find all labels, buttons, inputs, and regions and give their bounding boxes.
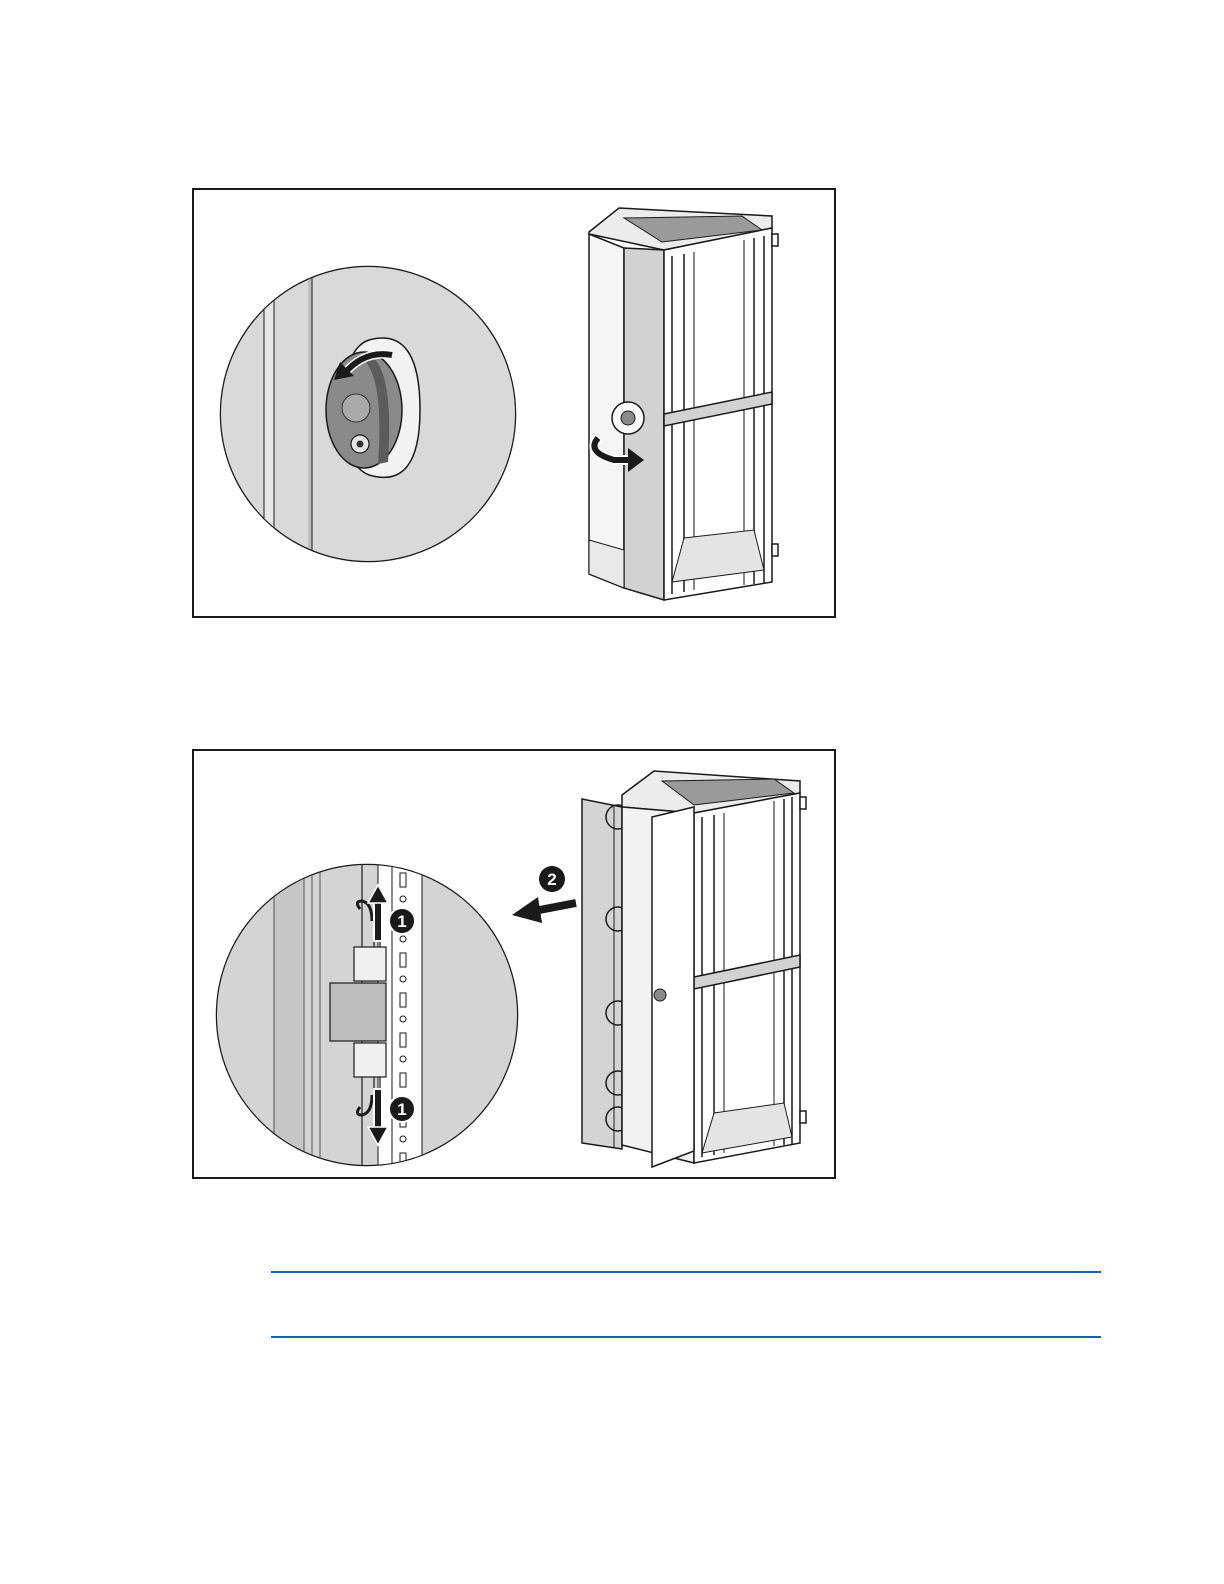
- latch-detail-magnifier: [194, 190, 534, 616]
- callout-2-label: 2: [547, 870, 556, 889]
- rack-door-latch-illustration: [194, 190, 834, 616]
- rack-cabinet-icon: [589, 208, 778, 600]
- callout-1-bottom-label: 1: [397, 1100, 406, 1119]
- rack-cabinet-icon: [622, 771, 806, 1167]
- callout-1-bottom: 1: [389, 1096, 415, 1122]
- callout-1-top: 1: [389, 908, 415, 934]
- note-top-rule: [271, 1271, 1101, 1273]
- rack-door-hinge-illustration: 1 1 2: [194, 751, 834, 1177]
- door-pull-arrow-icon: [512, 897, 576, 923]
- figure-rear-door-removal: 1 1 2: [192, 749, 836, 1179]
- note-bottom-rule: [271, 1336, 1101, 1338]
- hinge-detail-magnifier: 1 1: [194, 751, 534, 1177]
- callout-2: 2: [539, 866, 565, 892]
- callout-1-top-label: 1: [397, 912, 406, 931]
- figure-rear-door-unlock: [192, 188, 836, 618]
